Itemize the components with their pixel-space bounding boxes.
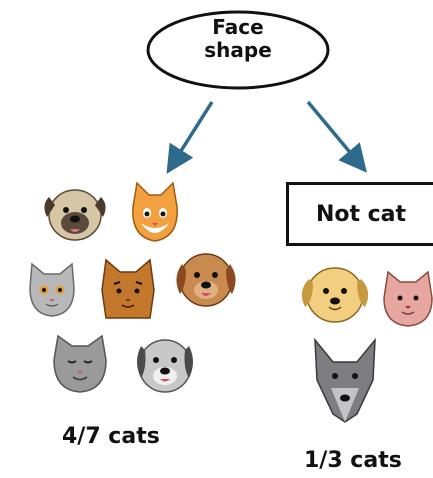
wolf-face-icon [314,337,376,423]
orange-cat-face-icon [132,181,178,242]
left-branch-arrow [166,101,214,174]
not-cat-leaf-node: Not cat [286,182,433,246]
right-branch-count: 1/3 cats [304,448,402,473]
root-label-line-2: shape [204,38,272,62]
gray-cat-face-icon [29,262,75,317]
yellow-dog-face-icon [301,267,369,323]
pink-cat-face-icon [383,270,433,327]
not-cat-label: Not cat [315,201,407,227]
root-node-label: Face shape [173,16,303,62]
brown-dog-face-icon [176,253,236,307]
left-branch-count: 4/7 cats [62,424,160,449]
pug-face-icon [44,189,106,241]
right-branch-arrow [306,100,367,173]
gray-tabby-cat-face-icon [53,334,107,393]
root-node-ellipse [146,10,330,90]
gray-dog-face-icon [137,339,193,393]
brown-cat-face-icon [101,258,155,319]
root-label-line-1: Face [212,15,264,39]
